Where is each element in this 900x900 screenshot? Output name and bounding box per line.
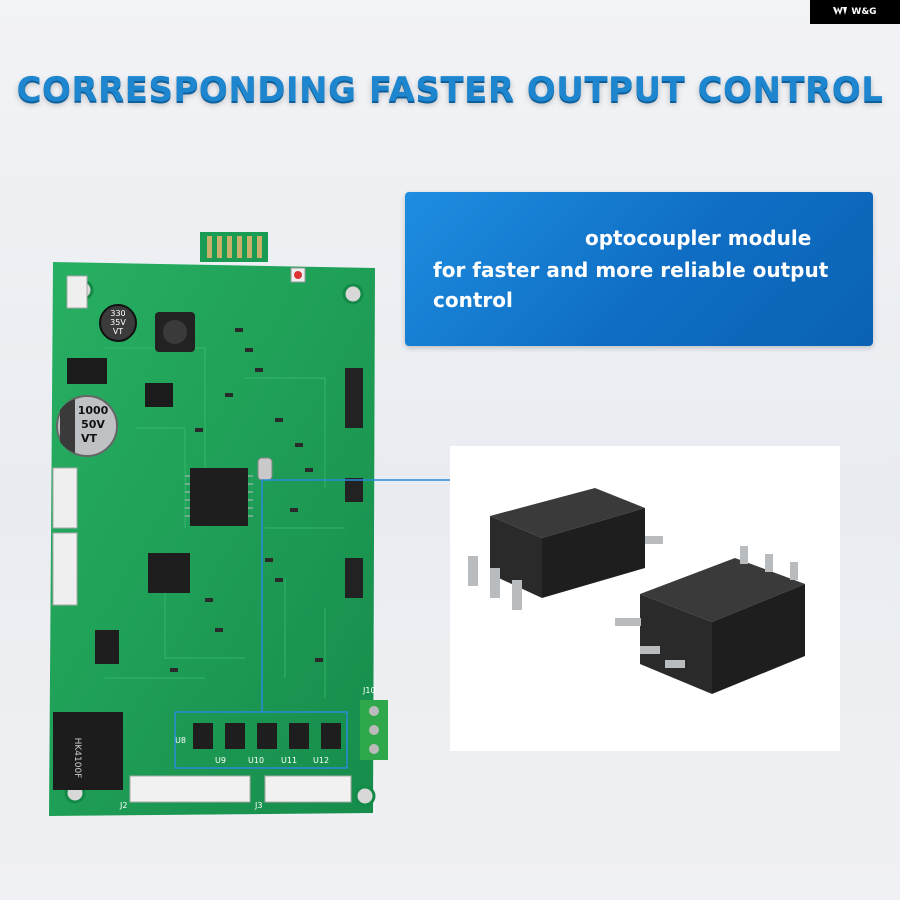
cap1-mid-label: 35V [110,318,126,327]
connector-label-j2: J2 [119,801,127,810]
relay-label: HK4100F [72,738,82,779]
brand-badge: W&G [810,0,900,24]
headline: CORRESPONDING FASTER OUTPUT CONTROL [16,70,884,110]
chip-label-u10: U10 [248,756,264,765]
cap1-bot-label: VT [113,327,123,336]
optocoupler-photo [450,446,840,751]
chip-label-u12: U12 [313,756,329,765]
chip-label-u8: U8 [175,736,186,745]
chip-label-u11: U11 [281,756,297,765]
info-banner-line-2: for faster and more reliable output [433,258,829,282]
connector-label-j3: J3 [254,801,262,810]
info-banner: optocoupler module for faster and more r… [405,192,873,346]
cap2-mid-label: 50V [81,418,105,431]
pcb-board-image: 330 35V VT 1000 50V VT HK4100F U8 U9 U [49,232,388,816]
connector-label-j10: J10 [362,686,376,695]
info-banner-line-1: optocoupler module [585,226,812,250]
brand-label: W&G [851,7,877,17]
cap1-top-label: 330 [110,309,125,318]
chip-label-u9: U9 [215,756,226,765]
cap2-bot-label: VT [81,432,98,445]
wg-logo-icon [833,6,848,18]
info-banner-line-3: control [433,288,513,312]
cap2-top-label: 1000 [78,404,109,417]
